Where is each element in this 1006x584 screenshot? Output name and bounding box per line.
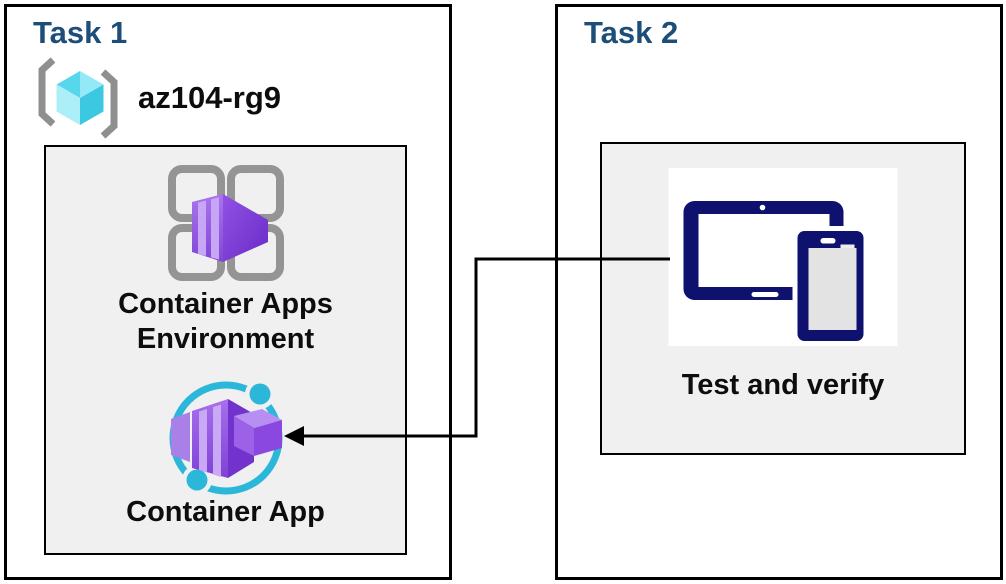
task1-title: Task 1 xyxy=(33,15,128,50)
resource-group-icon xyxy=(38,57,118,139)
resource-group-row: az104-rg9 xyxy=(31,57,281,139)
container-apps-environment-icon xyxy=(167,165,284,281)
task1-inner-box: Container Apps Environment xyxy=(44,145,407,555)
container-app-icon xyxy=(169,379,282,495)
devices-icon xyxy=(683,201,869,345)
task2-box: Task 2 Test and verify xyxy=(555,4,1003,580)
container-app-label: Container App xyxy=(126,496,325,528)
test-and-verify-label: Test and verify xyxy=(681,369,885,401)
task1-box: Task 1 az104-rg9 xyxy=(4,4,452,580)
task2-title: Task 2 xyxy=(584,15,679,50)
container-apps-environment-label: Container Apps Environment xyxy=(118,288,333,355)
devices-icon-frame xyxy=(668,168,898,346)
task2-inner-box: Test and verify xyxy=(600,142,966,455)
resource-group-name: az104-rg9 xyxy=(138,80,282,115)
